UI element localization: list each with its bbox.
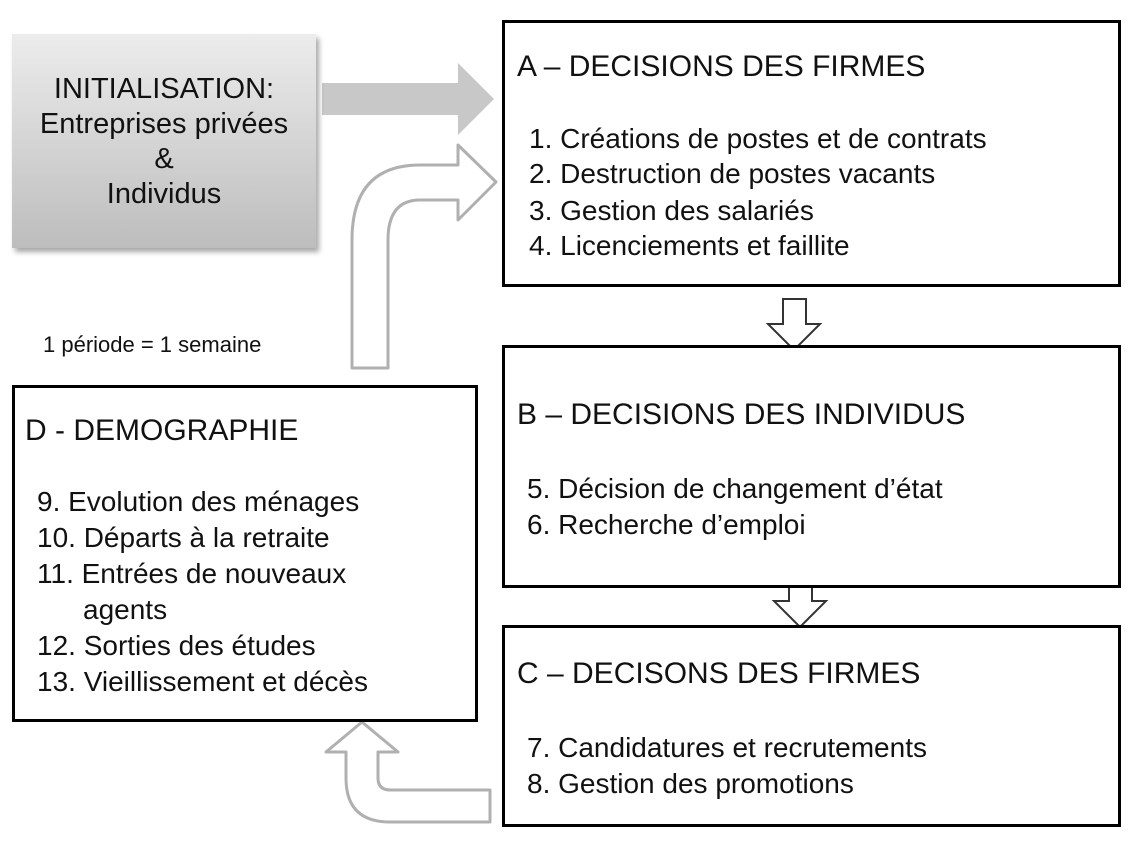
d-to-a-arrow (350, 143, 498, 370)
box-c-title: C – DECISONS DES FIRMES (517, 657, 921, 690)
initialisation-line-and: & (154, 143, 174, 175)
box-d-item-11-continued: agents (83, 594, 168, 625)
a-to-b-arrow (765, 298, 823, 352)
box-a-item-3: 3. Gestion des salariés (529, 195, 814, 226)
box-d-title: D - DEMOGRAPHIE (25, 414, 299, 447)
box-c-item-8: 8. Gestion des promotions (527, 768, 854, 799)
box-d-item-11: 11. Entrées de nouveaux (37, 558, 347, 589)
box-d-item-12: 12. Sorties des études (37, 630, 316, 661)
initialisation-box: INITIALISATION: Entreprises privées & In… (12, 34, 316, 248)
initialisation-line-firms: Entreprises privées (39, 108, 289, 140)
box-b-item-6: 6. Recherche d’emploi (527, 509, 806, 540)
init-to-a-arrow (322, 63, 494, 135)
box-b-individual-decisions: B – DECISIONS DES INDIVIDUS 5. Décision … (502, 345, 1121, 588)
box-d-demography: D - DEMOGRAPHIE 9. Evolution des ménages… (12, 385, 478, 722)
box-a-item-1: 1. Créations de postes et de contrats (529, 123, 987, 154)
box-d-item-13: 13. Vieillissement et décès (37, 666, 368, 697)
box-a-firm-decisions: A – DECISIONS DES FIRMES 1. Créations de… (502, 20, 1121, 287)
period-note: 1 période = 1 semaine (43, 332, 262, 357)
initialisation-title: INITIALISATION: (53, 73, 275, 105)
box-b-item-5: 5. Décision de changement d’état (527, 473, 943, 504)
box-a-title: A – DECISIONS DES FIRMES (517, 50, 926, 83)
c-to-d-arrow (324, 720, 492, 824)
box-c-item-7: 7. Candidatures et recrutements (527, 732, 927, 763)
box-b-title: B – DECISIONS DES INDIVIDUS (517, 398, 966, 431)
box-c-firm-decisions: C – DECISONS DES FIRMES 7. Candidatures … (502, 625, 1121, 827)
box-d-item-9: 9. Evolution des ménages (37, 486, 360, 517)
initialisation-line-individuals: Individus (106, 178, 222, 210)
box-d-item-10: 10. Départs à la retraite (37, 522, 330, 553)
box-a-item-4: 4. Licenciements et faillite (529, 230, 850, 261)
box-a-item-2: 2. Destruction de postes vacants (529, 158, 936, 189)
